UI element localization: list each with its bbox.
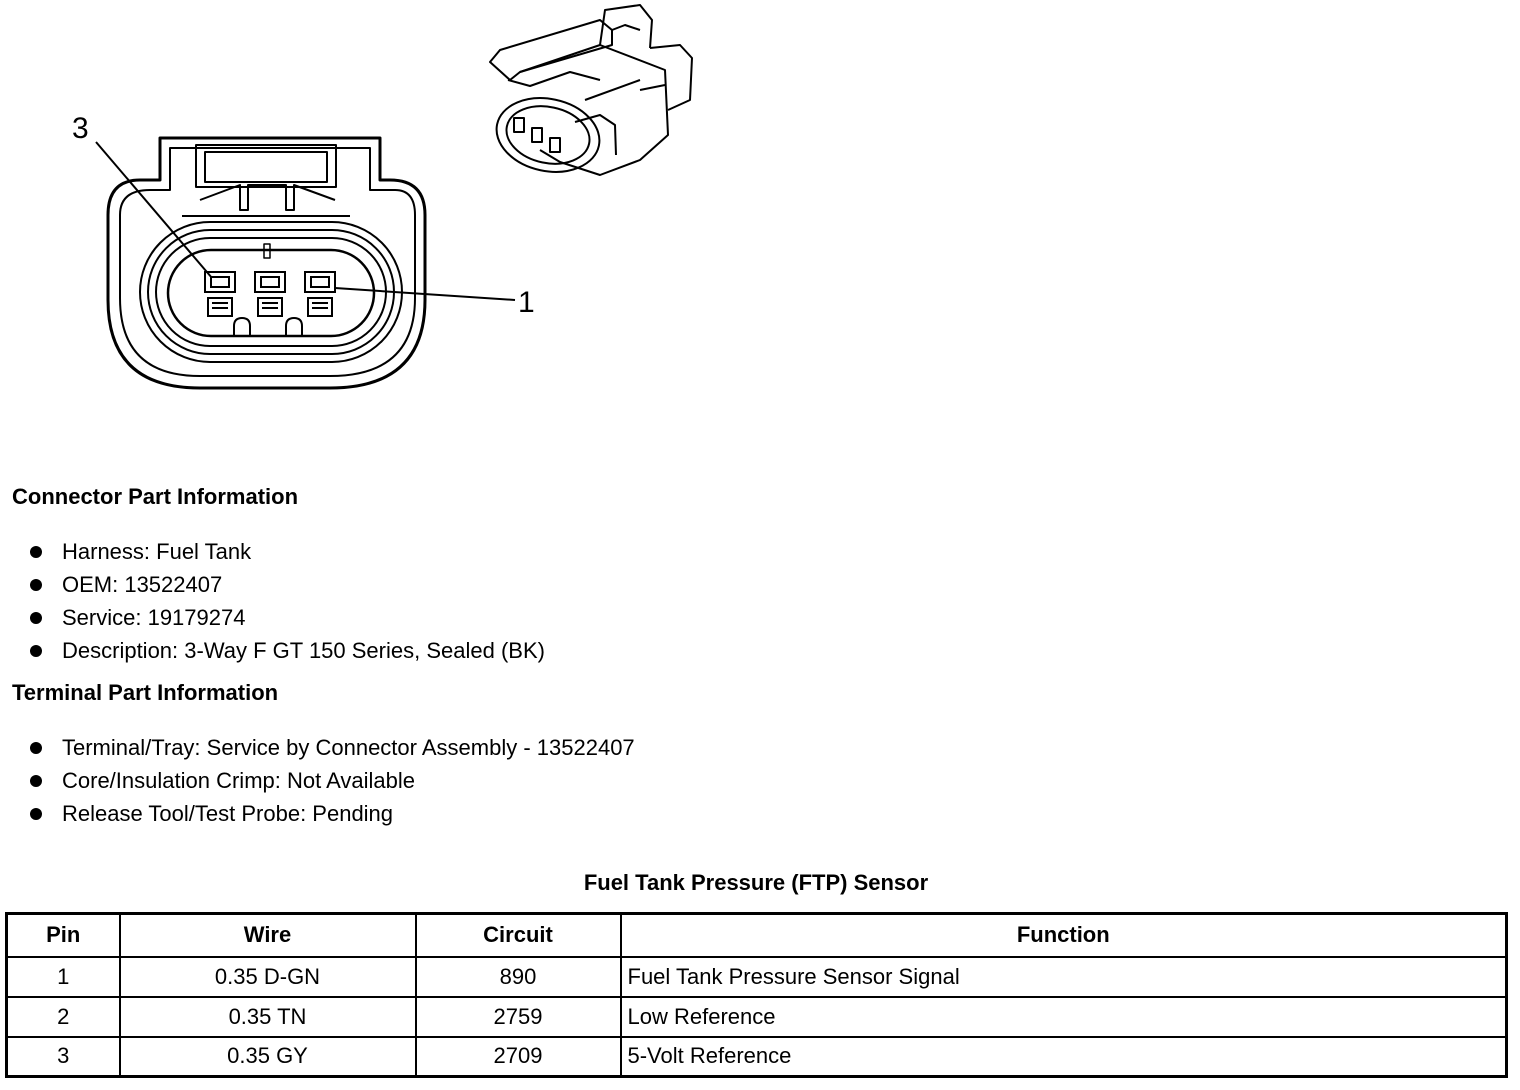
list-item: Service: 19179274 [28,601,545,634]
connector-housing-outline [106,136,427,390]
connector-part-info-list: Harness: Fuel Tank OEM: 13522407 Service… [28,535,545,667]
cell-wire: 0.35 GY [118,1035,417,1078]
cavity-pin-2 [254,271,286,293]
cell-circuit: 890 [414,955,622,998]
terminal-cavities [204,271,336,317]
table-header-row: Pin Wire Circuit Function [5,912,1508,958]
callout-pin-3: 3 [72,112,89,145]
terminal-part-info-list: Terminal/Tray: Service by Connector Asse… [28,731,635,830]
cavity-pin-1 [304,271,336,293]
cell-circuit: 2759 [414,995,622,1038]
list-item: Core/Insulation Crimp: Not Available [28,764,635,797]
cell-wire: 0.35 TN [118,995,417,1038]
cell-function: Low Reference [619,995,1508,1038]
table-title: Fuel Tank Pressure (FTP) Sensor [583,870,929,895]
list-item: Terminal/Tray: Service by Connector Asse… [28,731,635,764]
callout-pin-1: 1 [518,286,535,319]
list-item: OEM: 13522407 [28,568,545,601]
header-function: Function [619,912,1508,958]
table-row: 2 0.35 TN 2759 Low Reference [5,995,1508,1038]
header-circuit: Circuit [414,912,622,958]
header-wire: Wire [118,912,417,958]
connector-diagram: 3 1 [72,4,693,390]
cell-pin: 2 [5,995,121,1038]
table-row: 3 0.35 GY 2709 5-Volt Reference [5,1035,1508,1078]
connector-isometric-view [489,4,693,176]
cell-function: 5-Volt Reference [619,1035,1508,1078]
table-row: 1 0.35 D-GN 890 Fuel Tank Pressure Senso… [5,955,1508,998]
leader-line-pin1 [334,287,516,301]
header-pin: Pin [5,912,121,958]
connector-part-info-heading: Connector Part Information [12,484,299,509]
list-item: Description: 3-Way F GT 150 Series, Seal… [28,634,545,667]
cell-pin: 1 [5,955,121,998]
pinout-table: Pin Wire Circuit Function 1 0.35 D-GN 89… [5,912,1508,1078]
cell-function: Fuel Tank Pressure Sensor Signal [619,955,1508,998]
list-item: Harness: Fuel Tank [28,535,545,568]
cell-wire: 0.35 D-GN [118,955,417,998]
cell-circuit: 2709 [414,1035,622,1078]
list-item: Release Tool/Test Probe: Pending [28,797,635,830]
terminal-part-info-heading: Terminal Part Information [12,680,279,705]
leader-line-pin3 [95,141,213,279]
cavity-pin-3 [204,271,236,293]
cell-pin: 3 [5,1035,121,1078]
